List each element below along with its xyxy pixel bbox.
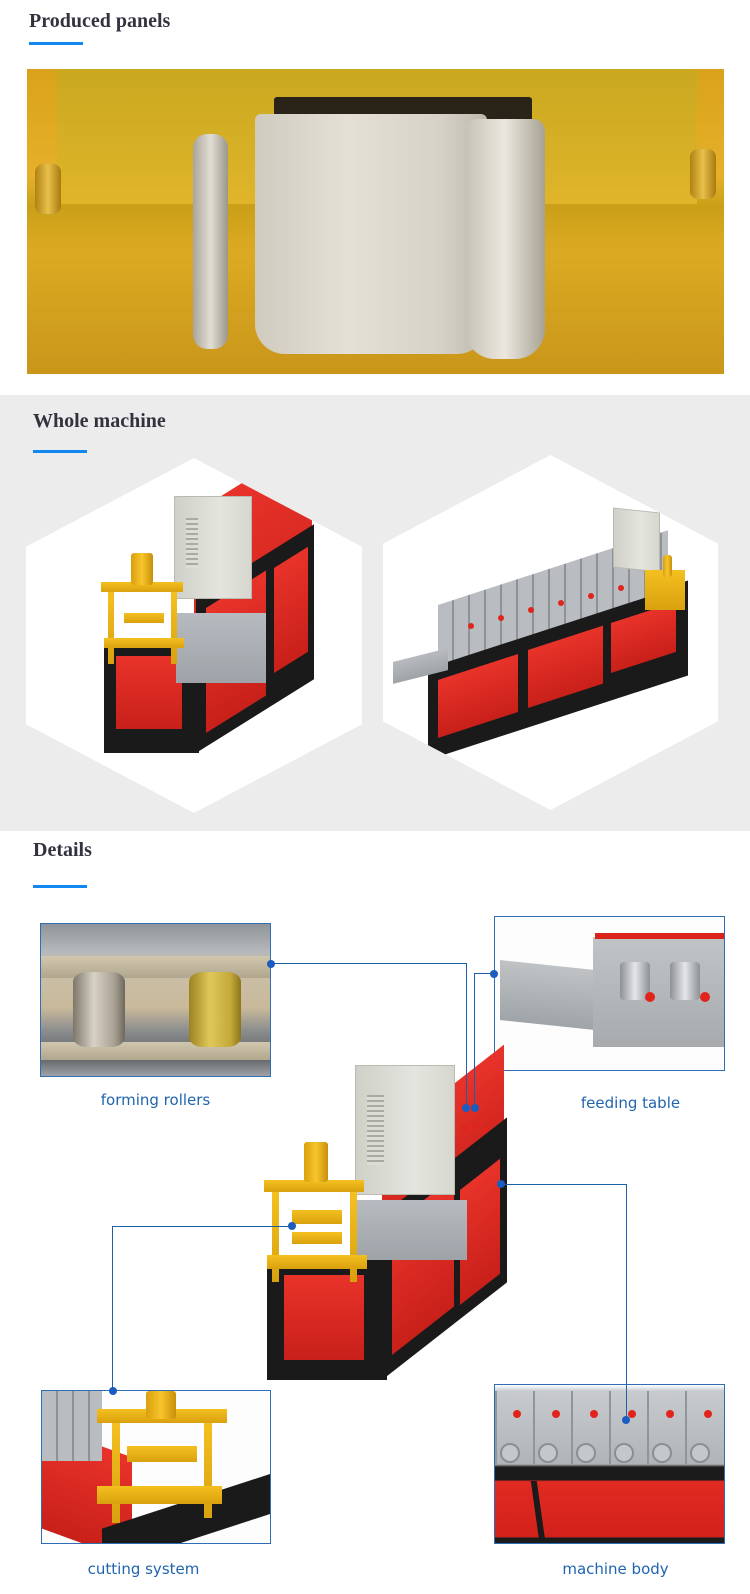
- panel-rib-right: [465, 119, 545, 359]
- bolt-right: [690, 149, 716, 199]
- produced-panels-title: Produced panels: [29, 10, 171, 32]
- details-underline: [33, 885, 87, 888]
- panel-rib-left: [193, 134, 228, 349]
- label-cutting-system: cutting system: [87, 1560, 200, 1578]
- produced-panel-photo: [27, 69, 724, 374]
- machine-front-drawing: [26, 458, 362, 813]
- bolt-left: [35, 164, 61, 214]
- callout-dot-cutting-system-image: [109, 1387, 117, 1395]
- produced-panels-underline: [29, 42, 83, 45]
- label-forming-rollers: forming rollers: [100, 1091, 211, 1109]
- machine-photo-hex-front: [26, 458, 362, 813]
- detail-cutting-system-image: [41, 1390, 271, 1544]
- whole-machine-title: Whole machine: [33, 410, 166, 432]
- callout-dot-forming-rollers-machine: [462, 1104, 470, 1112]
- callout-line-feeding-table-v: [474, 973, 475, 1109]
- machine-photo-hex-side: [383, 455, 718, 810]
- details-title: Details: [33, 839, 92, 861]
- whole-machine-underline: [33, 450, 87, 453]
- callout-line-cutting-system-v: [112, 1226, 113, 1391]
- callout-dot-cutting-system-machine: [288, 1222, 296, 1230]
- callout-line-forming-rollers-v: [466, 963, 467, 1109]
- machine-side-drawing: [383, 455, 718, 810]
- detail-feeding-table-image: [494, 916, 725, 1071]
- callout-dot-forming-rollers-image: [267, 960, 275, 968]
- callout-dot-machine-body-image: [622, 1416, 630, 1424]
- detail-forming-rollers-image: [40, 923, 271, 1077]
- detail-machine-body-image: [494, 1384, 725, 1544]
- panel-strip: [255, 114, 487, 354]
- callout-dot-feeding-table-image: [490, 970, 498, 978]
- callout-line-machine-body-h: [501, 1184, 627, 1185]
- callout-dot-feeding-table-machine: [471, 1104, 479, 1112]
- callout-line-cutting-system-h: [112, 1226, 292, 1227]
- callout-line-feeding-table-h: [474, 973, 492, 974]
- label-feeding-table: feeding table: [580, 1094, 681, 1112]
- label-machine-body: machine body: [562, 1560, 669, 1578]
- callout-line-machine-body-v: [626, 1184, 627, 1420]
- detail-center-machine: [262, 1030, 512, 1385]
- callout-line-forming-rollers-h: [271, 963, 467, 964]
